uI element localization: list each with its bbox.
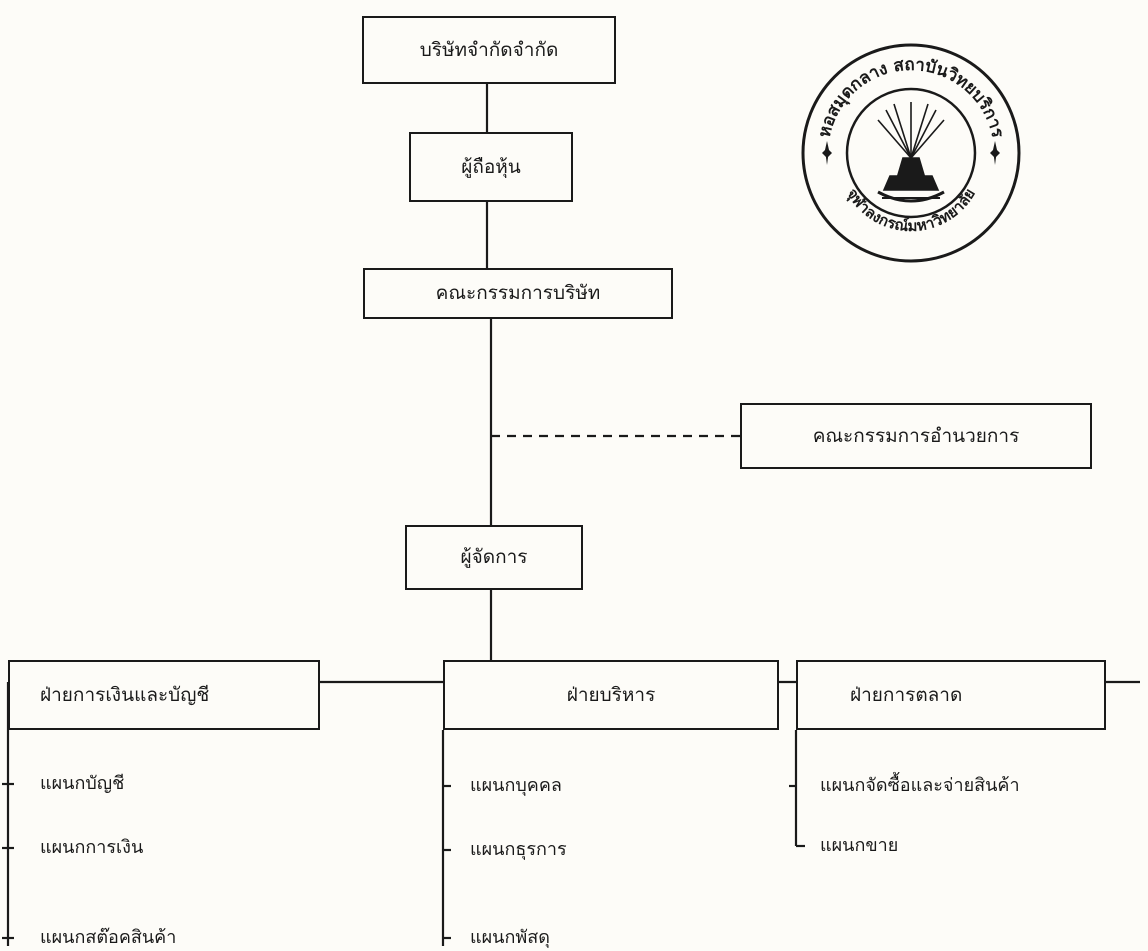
shareholders-label: ผู้ถือหุ้น xyxy=(461,155,521,178)
emblem-crown-icon xyxy=(877,102,945,203)
executive-committee-box: คณะกรรมการอำนวยการ xyxy=(740,403,1092,469)
finance-division-label: ฝ่ายการเงินและบัญชี xyxy=(40,683,210,706)
company-label: บริษัทจำกัดจำกัด xyxy=(419,38,559,61)
manager-label: ผู้จัดการ xyxy=(460,546,528,569)
unit-general-affairs: แผนกธุรการ xyxy=(470,839,567,860)
unit-sales: แผนกขาย xyxy=(820,835,899,856)
unit-accounting: แผนกบัญชี xyxy=(40,773,125,794)
svg-text:จุฬาลงกรณ์มหาวิทยาลัย: จุฬาลงกรณ์มหาวิทยาลัย xyxy=(842,185,978,235)
finance-division-box: ฝ่ายการเงินและบัญชี xyxy=(8,660,320,730)
library-seal: หอสมุดกลาง สถาบันวิทยบริการ จุฬาลงกรณ์มห… xyxy=(801,43,1021,263)
admin-division-label: ฝ่ายบริหาร xyxy=(566,683,656,706)
seal-star-icon xyxy=(822,141,1000,165)
unit-personnel: แผนกบุคคล xyxy=(470,775,562,796)
executive-committee-label: คณะกรรมการอำนวยการ xyxy=(812,424,1020,447)
unit-stock: แผนกสต๊อคสินค้า xyxy=(40,927,177,948)
unit-supplies: แผนกพัสดุ xyxy=(470,927,550,948)
manager-box: ผู้จัดการ xyxy=(405,525,583,590)
board-box: คณะกรรมการบริษัท xyxy=(363,268,673,319)
unit-finance: แผนกการเงิน xyxy=(40,837,144,858)
unit-purchasing-distribution: แผนกจัดซื้อและจ่ายสินค้า xyxy=(820,775,1020,796)
board-label: คณะกรรมการบริษัท xyxy=(435,282,601,305)
company-box: บริษัทจำกัดจำกัด xyxy=(362,16,616,84)
shareholders-box: ผู้ถือหุ้น xyxy=(409,132,573,202)
marketing-division-box: ฝ่ายการตลาด xyxy=(796,660,1106,730)
marketing-division-label: ฝ่ายการตลาด xyxy=(850,683,963,706)
admin-division-box: ฝ่ายบริหาร xyxy=(443,660,779,730)
seal-bottom-text: จุฬาลงกรณ์มหาวิทยาลัย xyxy=(842,185,978,235)
